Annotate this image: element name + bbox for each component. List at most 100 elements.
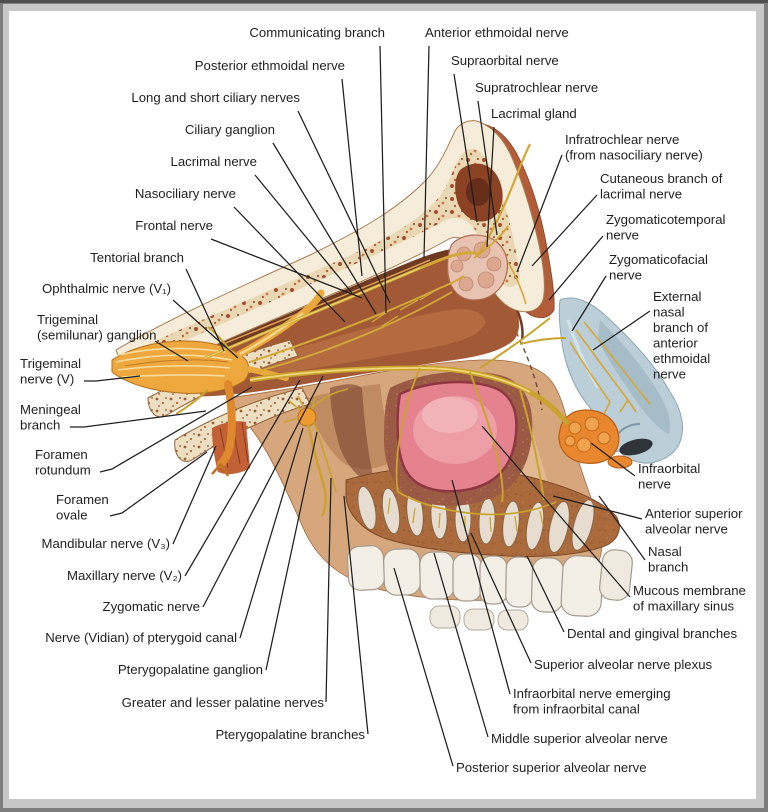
tooth-crown-molar [383, 548, 421, 596]
label-pterygopalatine-branches: Pterygopalatine branches [215, 727, 365, 742]
label-superior-alveolar-nerve-plexus: Superior alveolar nerve plexus [534, 657, 713, 672]
leader-frontal-nerve [210, 238, 363, 299]
leader-supratrochlear-nerve [477, 100, 498, 236]
leader-ophthalmic-nerve-v1 [172, 299, 239, 359]
palatine-nerves-illustration [306, 423, 327, 517]
orange-nodule [597, 431, 611, 445]
infratrochlear-nerve-illustration [507, 261, 527, 305]
label-infratrochlear-nerve: Infratrochlear nerve(from nasociliary ne… [565, 132, 703, 163]
middle-superior-alveolar-illustration [469, 371, 504, 503]
ganglion-rami [283, 395, 316, 423]
orange-nodule [584, 416, 600, 432]
leader-zygomaticotemporal-nerve [548, 235, 604, 301]
dental-twigs [387, 497, 544, 533]
nostril [619, 438, 653, 456]
ophthalmic-division-highlight [239, 312, 304, 355]
infraorbital-branch-cluster [558, 409, 633, 469]
lower-tooth-hint [463, 608, 495, 631]
leader-zygomaticofacial-nerve [571, 275, 607, 332]
tooth-crown-premolar [452, 553, 482, 602]
tooth-root [357, 485, 377, 531]
frame-top-edge [0, 0, 768, 3]
pterygopalatine-ganglion-illustration [297, 407, 317, 427]
skull-illustration [111, 120, 684, 631]
posterior-superior-alveolar-illustration [519, 389, 545, 501]
cranial-bone [115, 120, 545, 373]
label-frontal-nerve: Frontal nerve [135, 218, 213, 233]
lower-tooth-hint [497, 609, 529, 631]
leader-long-short-ciliary-nerves [297, 110, 391, 304]
leader-zygomatic-nerve [202, 375, 324, 608]
supratrochlear-nerve-illustration [473, 225, 509, 259]
lacrimal-gland-illustration [447, 234, 509, 301]
nose-shading [598, 320, 670, 434]
leader-pterygopalatine-branches [343, 495, 369, 735]
bone-cortex [115, 120, 545, 373]
upper-teeth [346, 545, 633, 631]
orbit-floor-light [260, 309, 486, 373]
label-anterior-ethmoidal-nerve: Anterior ethmoidal nerve [425, 25, 569, 40]
superior-alveolar-plexus-illustration [397, 491, 557, 516]
leader-anterior-ethmoidal-nerve [423, 45, 430, 259]
gland-lobule [477, 271, 495, 289]
sinus-membrane-highlight [422, 397, 478, 433]
label-nasociliary-nerve: Nasociliary nerve [135, 186, 236, 201]
tooth-crown-incisor-far [599, 549, 633, 601]
tooth-crown-central-incisor [560, 555, 604, 617]
orange-nodule-below-nostril [607, 455, 633, 469]
tooth-root [381, 487, 401, 535]
leader-pterygopalatine-ganglion [265, 431, 318, 671]
leader-foramen-rotundum [99, 386, 253, 473]
label-ciliary-ganglion: Ciliary ganglion [185, 122, 275, 137]
leader-meningeal-branch [70, 410, 207, 428]
lower-tooth-hint [429, 605, 461, 629]
leader-external-nasal-branch [592, 310, 651, 351]
tooth-root [548, 500, 570, 554]
leader-mandibular-nerve-v3 [172, 445, 217, 545]
leader-maxillary-nerve-v2 [184, 379, 301, 577]
label-mandibular-nerve-v3: Mandibular nerve (V₃) [41, 536, 170, 551]
tooth-root [525, 501, 545, 551]
tooth-crown-molar [419, 551, 455, 600]
leader-trigeminal-semilunar-ganglion [154, 340, 189, 362]
palatine-nerve-second [313, 421, 337, 493]
orange-nodule [576, 437, 592, 453]
label-vidian-nerve: Nerve (Vidian) of pterygoid canal [45, 630, 237, 645]
label-greater-lesser-palatine-nerves: Greater and lesser palatine nerves [122, 695, 325, 710]
infraorbital-suture-dashed [515, 331, 543, 411]
leader-foramen-ovale [109, 451, 208, 517]
leader-lacrimal-gland [486, 126, 495, 248]
label-communicating-branch: Communicating branch [249, 25, 385, 40]
anterior-superior-alveolar-illustration [395, 367, 421, 493]
label-middle-superior-alveolar-nerve: Middle superior alveolar nerve [491, 731, 668, 746]
leader-trigeminal-nerve-v [84, 375, 141, 382]
leader-vidian-nerve [239, 427, 304, 639]
meningeal-twig [175, 389, 209, 415]
leader-nasal-branch [598, 495, 646, 561]
gland-lobule [450, 259, 464, 273]
label-posterior-superior-alveolar-nerve: Posterior superior alveolar nerve [456, 760, 647, 775]
leader-nasociliary-nerve [233, 206, 346, 323]
mandibular-division [217, 380, 236, 468]
label-long-short-ciliary-nerves: Long and short ciliary nerves [131, 90, 300, 105]
label-supraorbital-nerve: Supraorbital nerve [451, 53, 559, 68]
label-lacrimal-nerve: Lacrimal nerve [171, 154, 258, 169]
label-tentorial-branch: Tentorial branch [90, 250, 184, 265]
leader-supraorbital-nerve [453, 73, 478, 223]
external-nasal-nerve-twigs [569, 321, 651, 415]
frontal-sinus-inner [466, 178, 490, 206]
leader-greater-lesser-palatine-nerves [325, 477, 332, 703]
leader-communicating-branch [379, 45, 387, 314]
label-pterygopalatine-ganglion: Pterygopalatine ganglion [118, 662, 263, 677]
label-ophthalmic-nerve-v1: Ophthalmic nerve (V₁) [42, 281, 171, 296]
ciliary-ethmoidal-twigs [371, 289, 437, 327]
label-supratrochlear-nerve: Supratrochlear nerve [475, 80, 598, 95]
